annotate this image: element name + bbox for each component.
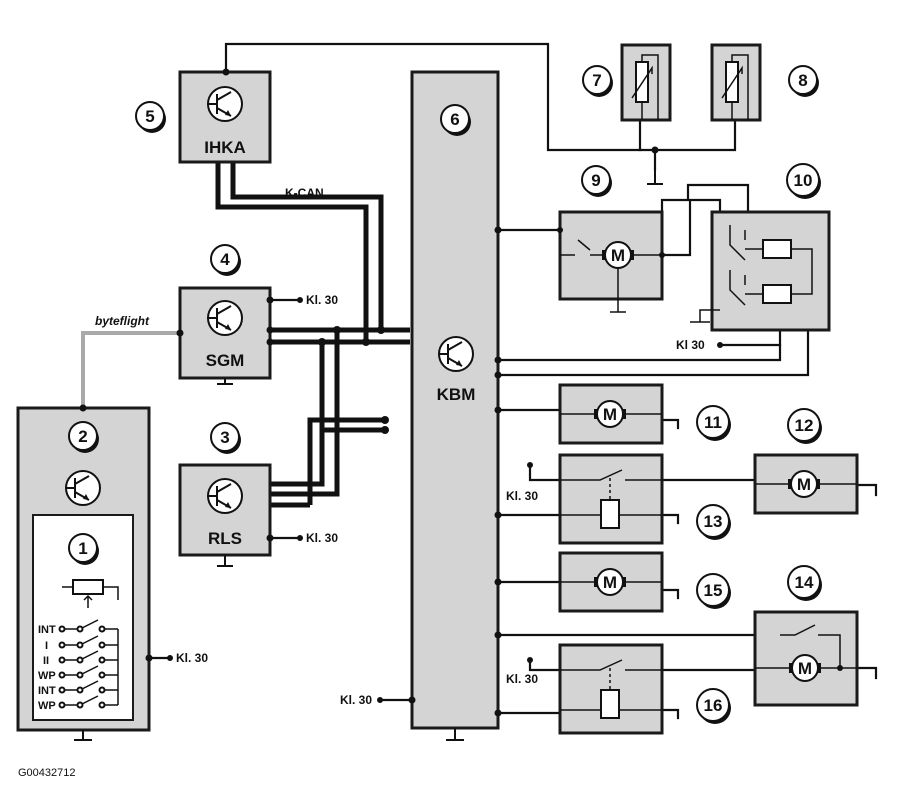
kl30-label: Kl. 30 <box>340 693 372 707</box>
transistor-icon <box>65 470 101 506</box>
relay-icon <box>560 469 662 529</box>
motor-icon: M <box>560 239 662 313</box>
switch-label: WP <box>38 670 56 682</box>
kl30-label: Kl. 30 <box>506 672 538 686</box>
sgm-label: SGM <box>206 351 245 370</box>
transistor-icon <box>207 86 243 122</box>
byteflight-label: byteflight <box>95 314 150 328</box>
svg-text:13: 13 <box>704 512 723 531</box>
wiring <box>81 42 878 720</box>
svg-text:16: 16 <box>704 696 723 715</box>
rls-label: RLS <box>208 529 242 548</box>
kbm-box <box>410 70 500 730</box>
thermistor-icon <box>721 54 749 120</box>
kl30-label: Kl. 30 <box>506 489 538 503</box>
svg-text:11: 11 <box>704 413 722 432</box>
thermistor-icon <box>631 54 659 120</box>
relay-icon <box>560 659 662 719</box>
figure-code: G00432712 <box>18 767 76 779</box>
kl30-label: Kl 30 <box>676 338 705 352</box>
svg-text:3: 3 <box>220 428 229 447</box>
svg-text:1: 1 <box>78 539 87 558</box>
svg-text:M: M <box>611 246 625 265</box>
motor-icon: M <box>560 400 662 428</box>
svg-text:5: 5 <box>145 107 154 126</box>
transistor-icon <box>207 478 243 514</box>
svg-text:8: 8 <box>798 71 807 90</box>
kl30-label: Kl. 30 <box>306 293 338 307</box>
svg-text:10: 10 <box>794 171 813 190</box>
switch-label: II <box>43 655 49 667</box>
kbm-label: KBM <box>437 385 476 404</box>
svg-text:14: 14 <box>795 573 814 592</box>
ground-icon <box>74 170 663 741</box>
switch-label: INT <box>38 624 56 636</box>
svg-text:6: 6 <box>450 110 459 129</box>
switch-label: INT <box>38 685 56 697</box>
kcan-label: K-CAN <box>285 186 324 200</box>
motor-icon: M <box>755 624 857 682</box>
callout-number-list: 1 2 3 4 5 6 7 8 9 10 11 12 13 14 15 16 <box>68 65 822 724</box>
motor-icon: M <box>755 470 857 498</box>
junction-dot-list <box>79 68 723 717</box>
svg-text:4: 4 <box>220 250 230 269</box>
transistor-icon <box>207 300 243 336</box>
svg-text:7: 7 <box>592 71 601 90</box>
svg-text:2: 2 <box>78 427 87 446</box>
svg-text:M: M <box>798 659 812 678</box>
relay-10-box <box>710 210 831 332</box>
kl30-label: Kl. 30 <box>306 531 338 545</box>
svg-text:M: M <box>603 573 617 592</box>
svg-text:M: M <box>603 405 617 424</box>
transistor-icon <box>438 336 474 372</box>
switch-label: WP <box>38 700 56 712</box>
svg-text:12: 12 <box>795 416 814 435</box>
motor-icon: M <box>560 568 662 596</box>
svg-text:M: M <box>797 475 811 494</box>
switch-label: I <box>45 640 48 652</box>
svg-text:9: 9 <box>591 171 600 190</box>
switch-contact-list <box>58 625 106 709</box>
kl30-label: Kl. 30 <box>176 651 208 665</box>
potentiometer-icon <box>62 579 119 608</box>
relay-icon <box>690 225 813 323</box>
ihka-label: IHKA <box>204 138 246 157</box>
svg-text:15: 15 <box>704 581 723 600</box>
